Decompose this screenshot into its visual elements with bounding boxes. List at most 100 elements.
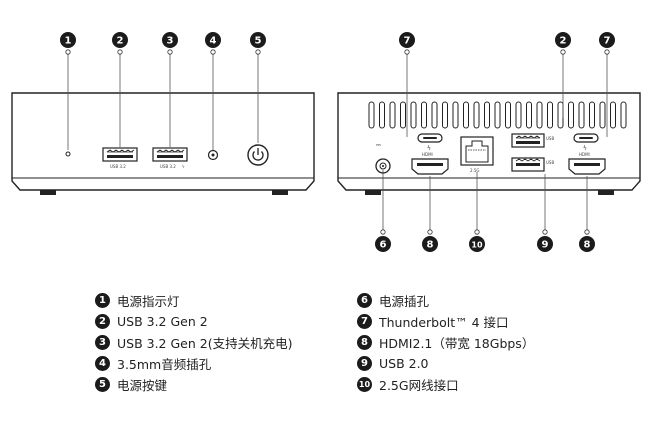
legend-front-ports: 1 电源指示灯 2 USB 3.2 Gen 2 3 USB 3.2 Gen 2(… xyxy=(95,290,292,395)
callout-1: 1 xyxy=(60,32,76,48)
vent-slot xyxy=(452,101,459,129)
rear-foot-right xyxy=(598,190,614,195)
svg-text:HDMI: HDMI xyxy=(579,152,590,157)
vent-slot xyxy=(431,101,438,129)
vent-slot xyxy=(578,101,585,129)
rear-foot-left xyxy=(365,190,381,195)
front-foot-right xyxy=(272,190,288,195)
legend-number: 9 xyxy=(357,356,372,371)
thunderbolt-port-left: ϟ xyxy=(417,133,443,152)
legend-label: 3.5mm音频插孔 xyxy=(117,357,212,372)
audio-jack-icon xyxy=(207,149,219,161)
legend-number: 1 xyxy=(95,293,110,308)
legend-item-hdmi: 8 HDMI2.1（带宽 18Gbps） xyxy=(357,332,534,353)
vent-slot xyxy=(400,101,406,129)
rear-view: ⎓ ϟ HDMI 2.5G USB xyxy=(337,32,641,252)
vent-slot xyxy=(620,101,627,129)
vent-slot xyxy=(505,101,511,129)
rear-body xyxy=(337,92,641,191)
usb-a-port-rear-bottom: USB xyxy=(511,157,554,172)
usb-a-1-label: USB 3.2 xyxy=(110,164,126,169)
legend-item-thunderbolt: 7 Thunderbolt™ 4 接口 xyxy=(357,311,534,332)
legend-number: 6 xyxy=(357,293,372,308)
svg-text:ϟ: ϟ xyxy=(182,164,185,169)
legend-label: 电源按键 xyxy=(117,378,168,393)
vent-slot xyxy=(389,101,396,129)
vent-slot xyxy=(368,101,375,129)
svg-text:USB: USB xyxy=(546,136,554,141)
front-body xyxy=(11,92,315,191)
thunderbolt-port-right: ϟ xyxy=(573,133,599,152)
svg-text:6: 6 xyxy=(380,240,387,251)
legend-item-ethernet: 10 2.5G网线接口 xyxy=(357,374,534,395)
svg-text:8: 8 xyxy=(427,240,434,251)
vent-slot xyxy=(410,101,417,129)
legend-label: 电源指示灯 xyxy=(117,294,180,309)
ethernet-port-2-5g: 2.5G xyxy=(460,136,494,173)
legend-number: 2 xyxy=(95,314,110,329)
legend-item-audio-jack: 4 3.5mm音频插孔 xyxy=(95,353,292,374)
svg-text:7: 7 xyxy=(404,36,411,47)
legend-label: 电源插孔 xyxy=(379,294,430,309)
legend-item-dc-jack: 6 电源插孔 xyxy=(357,290,534,311)
legend-label: Thunderbolt™ 4 接口 xyxy=(379,315,509,330)
svg-text:8: 8 xyxy=(584,240,591,251)
legend-number: 5 xyxy=(95,377,110,392)
legend-label: USB 3.2 Gen 2(支持关机充电) xyxy=(117,336,293,351)
usb-a-port-front-1: USB 3.2 xyxy=(102,147,138,169)
vent-slot xyxy=(610,101,616,129)
callout-4: 4 xyxy=(205,32,221,48)
vent-slot xyxy=(442,101,448,129)
vent-slot xyxy=(547,101,553,129)
callout-9: 9 xyxy=(537,236,553,252)
svg-text:5: 5 xyxy=(255,36,262,47)
svg-text:3: 3 xyxy=(167,36,174,47)
power-button-icon xyxy=(247,144,269,166)
callout-7-left: 7 xyxy=(399,32,415,48)
callout-6: 6 xyxy=(375,236,391,252)
callout-8-left: 8 xyxy=(422,236,438,252)
legend-number: 10 xyxy=(357,377,372,392)
vent-slot xyxy=(494,101,501,129)
vent-slot xyxy=(421,101,427,129)
legend-number: 3 xyxy=(95,335,110,350)
legend-label: USB 3.2 Gen 2 xyxy=(117,314,208,329)
callout-3: 3 xyxy=(162,32,178,48)
vent-slot xyxy=(484,101,490,129)
svg-text:HDMI: HDMI xyxy=(422,152,433,157)
legend-item-usb-gen2: 2 USB 3.2 Gen 2 xyxy=(95,311,292,332)
svg-text:10: 10 xyxy=(471,241,483,250)
thunderbolt-left-icon: ϟ xyxy=(427,145,431,152)
vent-slot xyxy=(526,101,532,129)
legend-item-usb-gen2-charging: 3 USB 3.2 Gen 2(支持关机充电) xyxy=(95,332,292,353)
svg-text:⎓: ⎓ xyxy=(376,142,381,149)
vent-slot xyxy=(473,101,480,129)
power-indicator-light xyxy=(65,151,71,157)
dc-power-jack-icon: ⎓ xyxy=(375,142,391,174)
vent-slot xyxy=(536,101,543,129)
ventilation-grille xyxy=(368,101,627,129)
callout-10: 10 xyxy=(469,236,485,252)
svg-text:4: 4 xyxy=(210,36,217,47)
svg-text:2.5G: 2.5G xyxy=(470,168,479,173)
usb-a-2-label: USB 3.2 xyxy=(160,164,176,169)
hdmi-port-left: HDMI xyxy=(411,152,449,175)
hdmi-port-right: HDMI xyxy=(568,152,606,175)
thunderbolt-right-icon: ϟ xyxy=(583,145,587,152)
svg-text:2: 2 xyxy=(117,36,124,47)
front-view: USB 3.2 USB 3.2 ϟ 1 2 3 4 xyxy=(11,32,315,195)
svg-text:7: 7 xyxy=(604,36,611,47)
legend-item-power-light: 1 电源指示灯 xyxy=(95,290,292,311)
callout-7-right: 7 xyxy=(599,32,615,48)
legend-rear-ports: 6 电源插孔 7 Thunderbolt™ 4 接口 8 HDMI2.1（带宽 … xyxy=(357,290,534,395)
usb-a-port-rear-top: USB xyxy=(511,133,554,148)
vent-slot xyxy=(568,101,574,129)
legend-number: 4 xyxy=(95,356,110,371)
svg-text:USB: USB xyxy=(546,160,554,165)
usb-a-port-front-2: USB 3.2 ϟ xyxy=(152,147,188,169)
callout-2: 2 xyxy=(112,32,128,48)
legend-item-power-button: 5 电源按键 xyxy=(95,374,292,395)
vent-slot xyxy=(515,101,522,129)
legend-number: 7 xyxy=(357,314,372,329)
vent-slot xyxy=(599,101,606,129)
